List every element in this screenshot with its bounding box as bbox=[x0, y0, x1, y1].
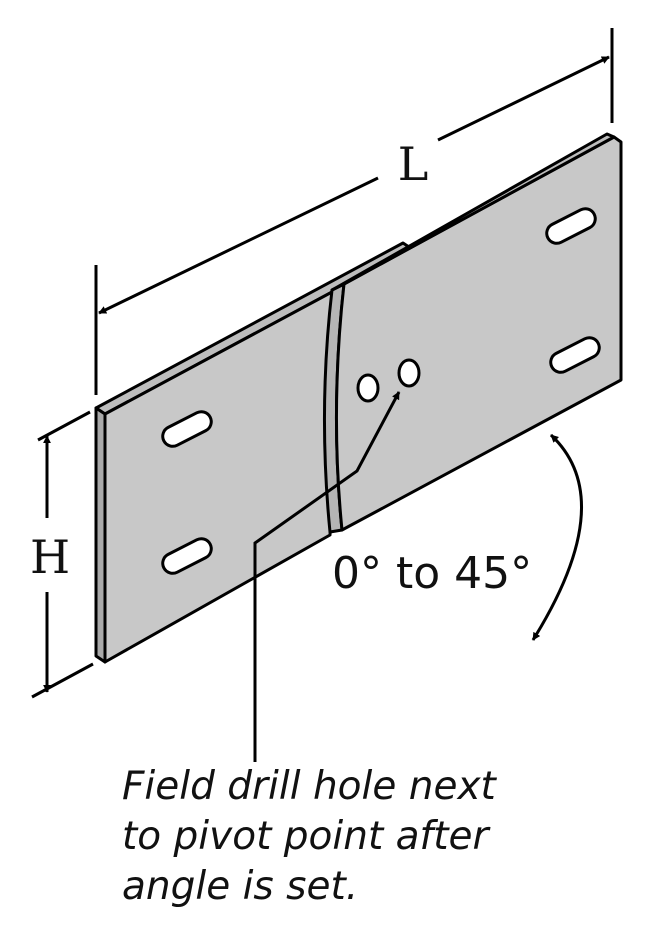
note-leader-line bbox=[253, 391, 401, 762]
field-drill-note: Field drill hole next to pivot point aft… bbox=[122, 762, 622, 912]
height-extension-top bbox=[37, 410, 91, 442]
height-dimension: H bbox=[30, 410, 94, 699]
height-label: H bbox=[30, 530, 70, 584]
length-dimension-line-right bbox=[437, 55, 610, 142]
slot-hole bbox=[549, 336, 601, 374]
right-plate-top-edge bbox=[330, 132, 616, 292]
slot-hole bbox=[161, 537, 213, 575]
note-line: to pivot point after bbox=[122, 814, 489, 859]
slot-hole bbox=[545, 207, 597, 245]
slot-hole bbox=[161, 410, 213, 448]
slotted-holes bbox=[161, 207, 601, 575]
height-extension-bottom bbox=[31, 662, 94, 699]
note-line: Field drill hole next bbox=[122, 764, 496, 809]
length-label: L bbox=[398, 137, 429, 191]
pivot-hole bbox=[397, 358, 421, 388]
length-dimension: L bbox=[94, 28, 614, 395]
angle-indicator: 0° to 45° bbox=[332, 433, 584, 641]
left-plate-side-edge bbox=[94, 406, 107, 664]
length-dimension-line-left bbox=[98, 176, 379, 315]
field-drill-hole bbox=[356, 373, 380, 403]
right-plate-face bbox=[334, 135, 623, 532]
note-line: angle is set. bbox=[122, 864, 359, 909]
angle-arc-arrow bbox=[531, 433, 584, 641]
angle-range-label: 0° to 45° bbox=[332, 548, 532, 599]
